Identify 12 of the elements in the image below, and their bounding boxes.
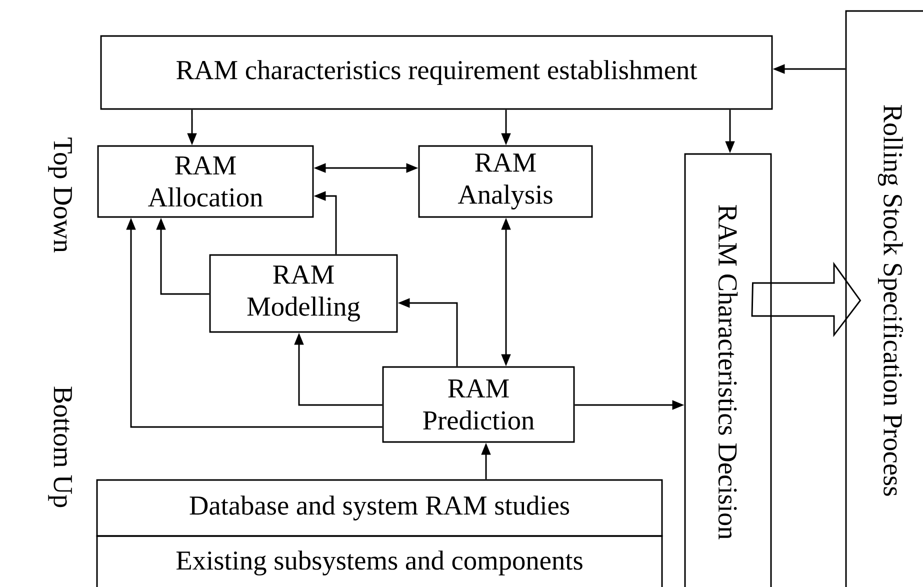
process-column: Rolling Stock Specification Process xyxy=(845,10,923,587)
process-box: RAM Analysis xyxy=(418,145,593,218)
side-label: Top Down xyxy=(48,138,72,252)
side-label: Bottom Up xyxy=(48,386,72,508)
process-box: RAM Prediction xyxy=(382,366,575,443)
data-box: Existing subsystems and components xyxy=(96,535,663,587)
process-box: RAM Allocation xyxy=(97,145,314,218)
process-box: RAM Modelling xyxy=(209,254,398,333)
process-box: RAM characteristics requirement establishment xyxy=(100,35,773,110)
block-arrow xyxy=(751,262,862,338)
data-box: Database and system RAM studies xyxy=(96,479,663,537)
decision-column: RAM Characteristics Decision xyxy=(684,153,772,587)
